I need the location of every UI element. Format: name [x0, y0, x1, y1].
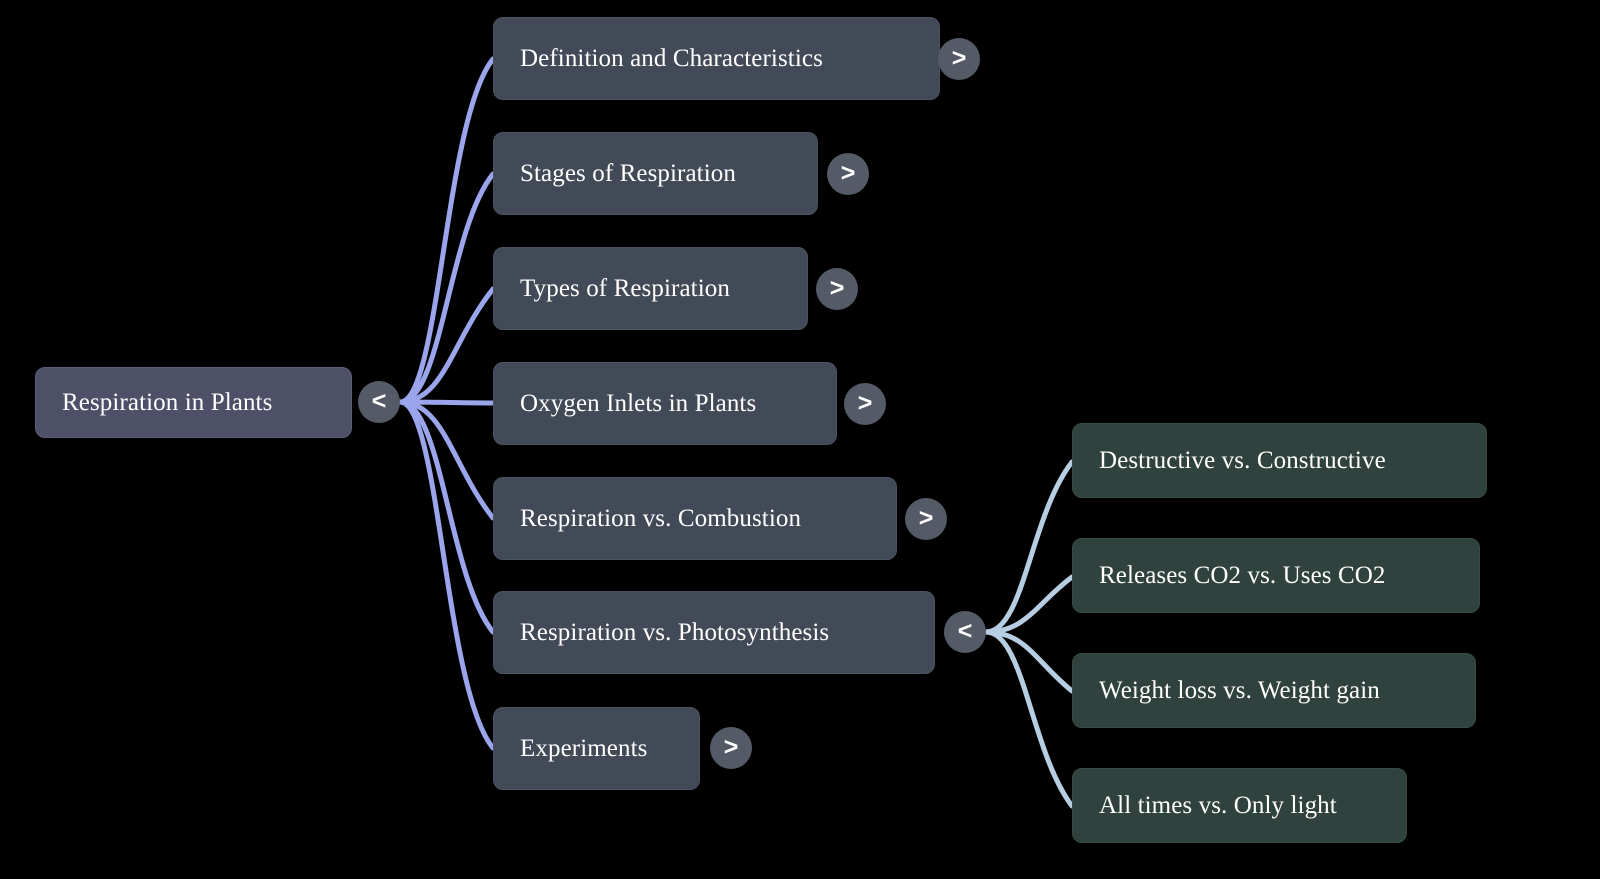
branch-node-label: Types of Respiration [520, 274, 730, 302]
expand-toggle-stages-of-respiration[interactable]: > [827, 153, 869, 195]
edge-photosynthesis-to-weight [983, 629, 1075, 694]
edge-root-to-combustion [397, 399, 496, 521]
edge-photosynthesis-to-destructive [983, 459, 1075, 635]
edge-root-to-stages [397, 171, 496, 405]
chevron-right-icon: > [829, 273, 845, 302]
expand-toggle-definition-and-characteristics[interactable]: > [938, 38, 980, 80]
chevron-left-icon: < [371, 386, 387, 415]
leaf-node-label: Releases CO2 vs. Uses CO2 [1099, 561, 1386, 589]
branch-node-label: Stages of Respiration [520, 159, 736, 187]
root-node-label: Respiration in Plants [62, 388, 273, 416]
chevron-right-icon: > [857, 388, 873, 417]
chevron-right-icon: > [723, 732, 739, 761]
root-node[interactable]: Respiration in Plants [35, 367, 352, 438]
root-collapse-toggle[interactable]: < [358, 381, 400, 423]
branch-node-label: Respiration vs. Combustion [520, 504, 802, 532]
edge-root-to-photosynthesis [397, 399, 496, 635]
branch-node-definition-and-characteristics[interactable]: Definition and Characteristics [493, 17, 940, 100]
leaf-node-label: Destructive vs. Constructive [1099, 446, 1386, 474]
edge-root-to-experiments [397, 399, 496, 751]
collapse-toggle-respiration-vs-photosynthesis[interactable]: < [944, 611, 986, 653]
branch-node-oxygen-inlets-in-plants[interactable]: Oxygen Inlets in Plants [493, 362, 837, 445]
edge-root-to-oxygen [397, 399, 496, 406]
edges-level-2 [983, 459, 1075, 809]
branch-node-stages-of-respiration[interactable]: Stages of Respiration [493, 132, 818, 215]
chevron-right-icon: > [840, 158, 856, 187]
chevron-right-icon: > [918, 503, 934, 532]
leaf-node-label: Weight loss vs. Weight gain [1099, 676, 1380, 704]
branch-node-label: Respiration vs. Photosynthesis [520, 618, 830, 646]
expand-toggle-experiments[interactable]: > [710, 727, 752, 769]
branch-node-respiration-vs-combustion[interactable]: Respiration vs. Combustion [493, 477, 897, 560]
branch-node-label: Oxygen Inlets in Plants [520, 389, 757, 417]
edge-root-to-definition [397, 56, 496, 405]
branch-node-label: Experiments [520, 734, 648, 762]
edge-photosynthesis-to-releases-co2 [983, 574, 1075, 635]
leaf-node-label: All times vs. Only light [1099, 791, 1337, 819]
edges-level-1 [397, 56, 496, 751]
expand-toggle-respiration-vs-combustion[interactable]: > [905, 498, 947, 540]
chevron-left-icon: < [957, 616, 973, 645]
branch-node-experiments[interactable]: Experiments [493, 707, 700, 790]
leaf-node-releases-co2-vs-uses-co2[interactable]: Releases CO2 vs. Uses CO2 [1072, 538, 1480, 613]
edge-root-to-types [397, 286, 496, 405]
leaf-node-weight-loss-vs-weight-gain[interactable]: Weight loss vs. Weight gain [1072, 653, 1476, 728]
branch-node-respiration-vs-photosynthesis[interactable]: Respiration vs. Photosynthesis [493, 591, 935, 674]
branch-node-types-of-respiration[interactable]: Types of Respiration [493, 247, 808, 330]
expand-toggle-oxygen-inlets-in-plants[interactable]: > [844, 383, 886, 425]
leaf-node-destructive-vs-constructive[interactable]: Destructive vs. Constructive [1072, 423, 1487, 498]
leaf-node-all-times-vs-only-light[interactable]: All times vs. Only light [1072, 768, 1407, 843]
edge-photosynthesis-to-alltimes [983, 629, 1075, 809]
chevron-right-icon: > [951, 43, 967, 72]
branch-node-label: Definition and Characteristics [520, 44, 823, 72]
expand-toggle-types-of-respiration[interactable]: > [816, 268, 858, 310]
